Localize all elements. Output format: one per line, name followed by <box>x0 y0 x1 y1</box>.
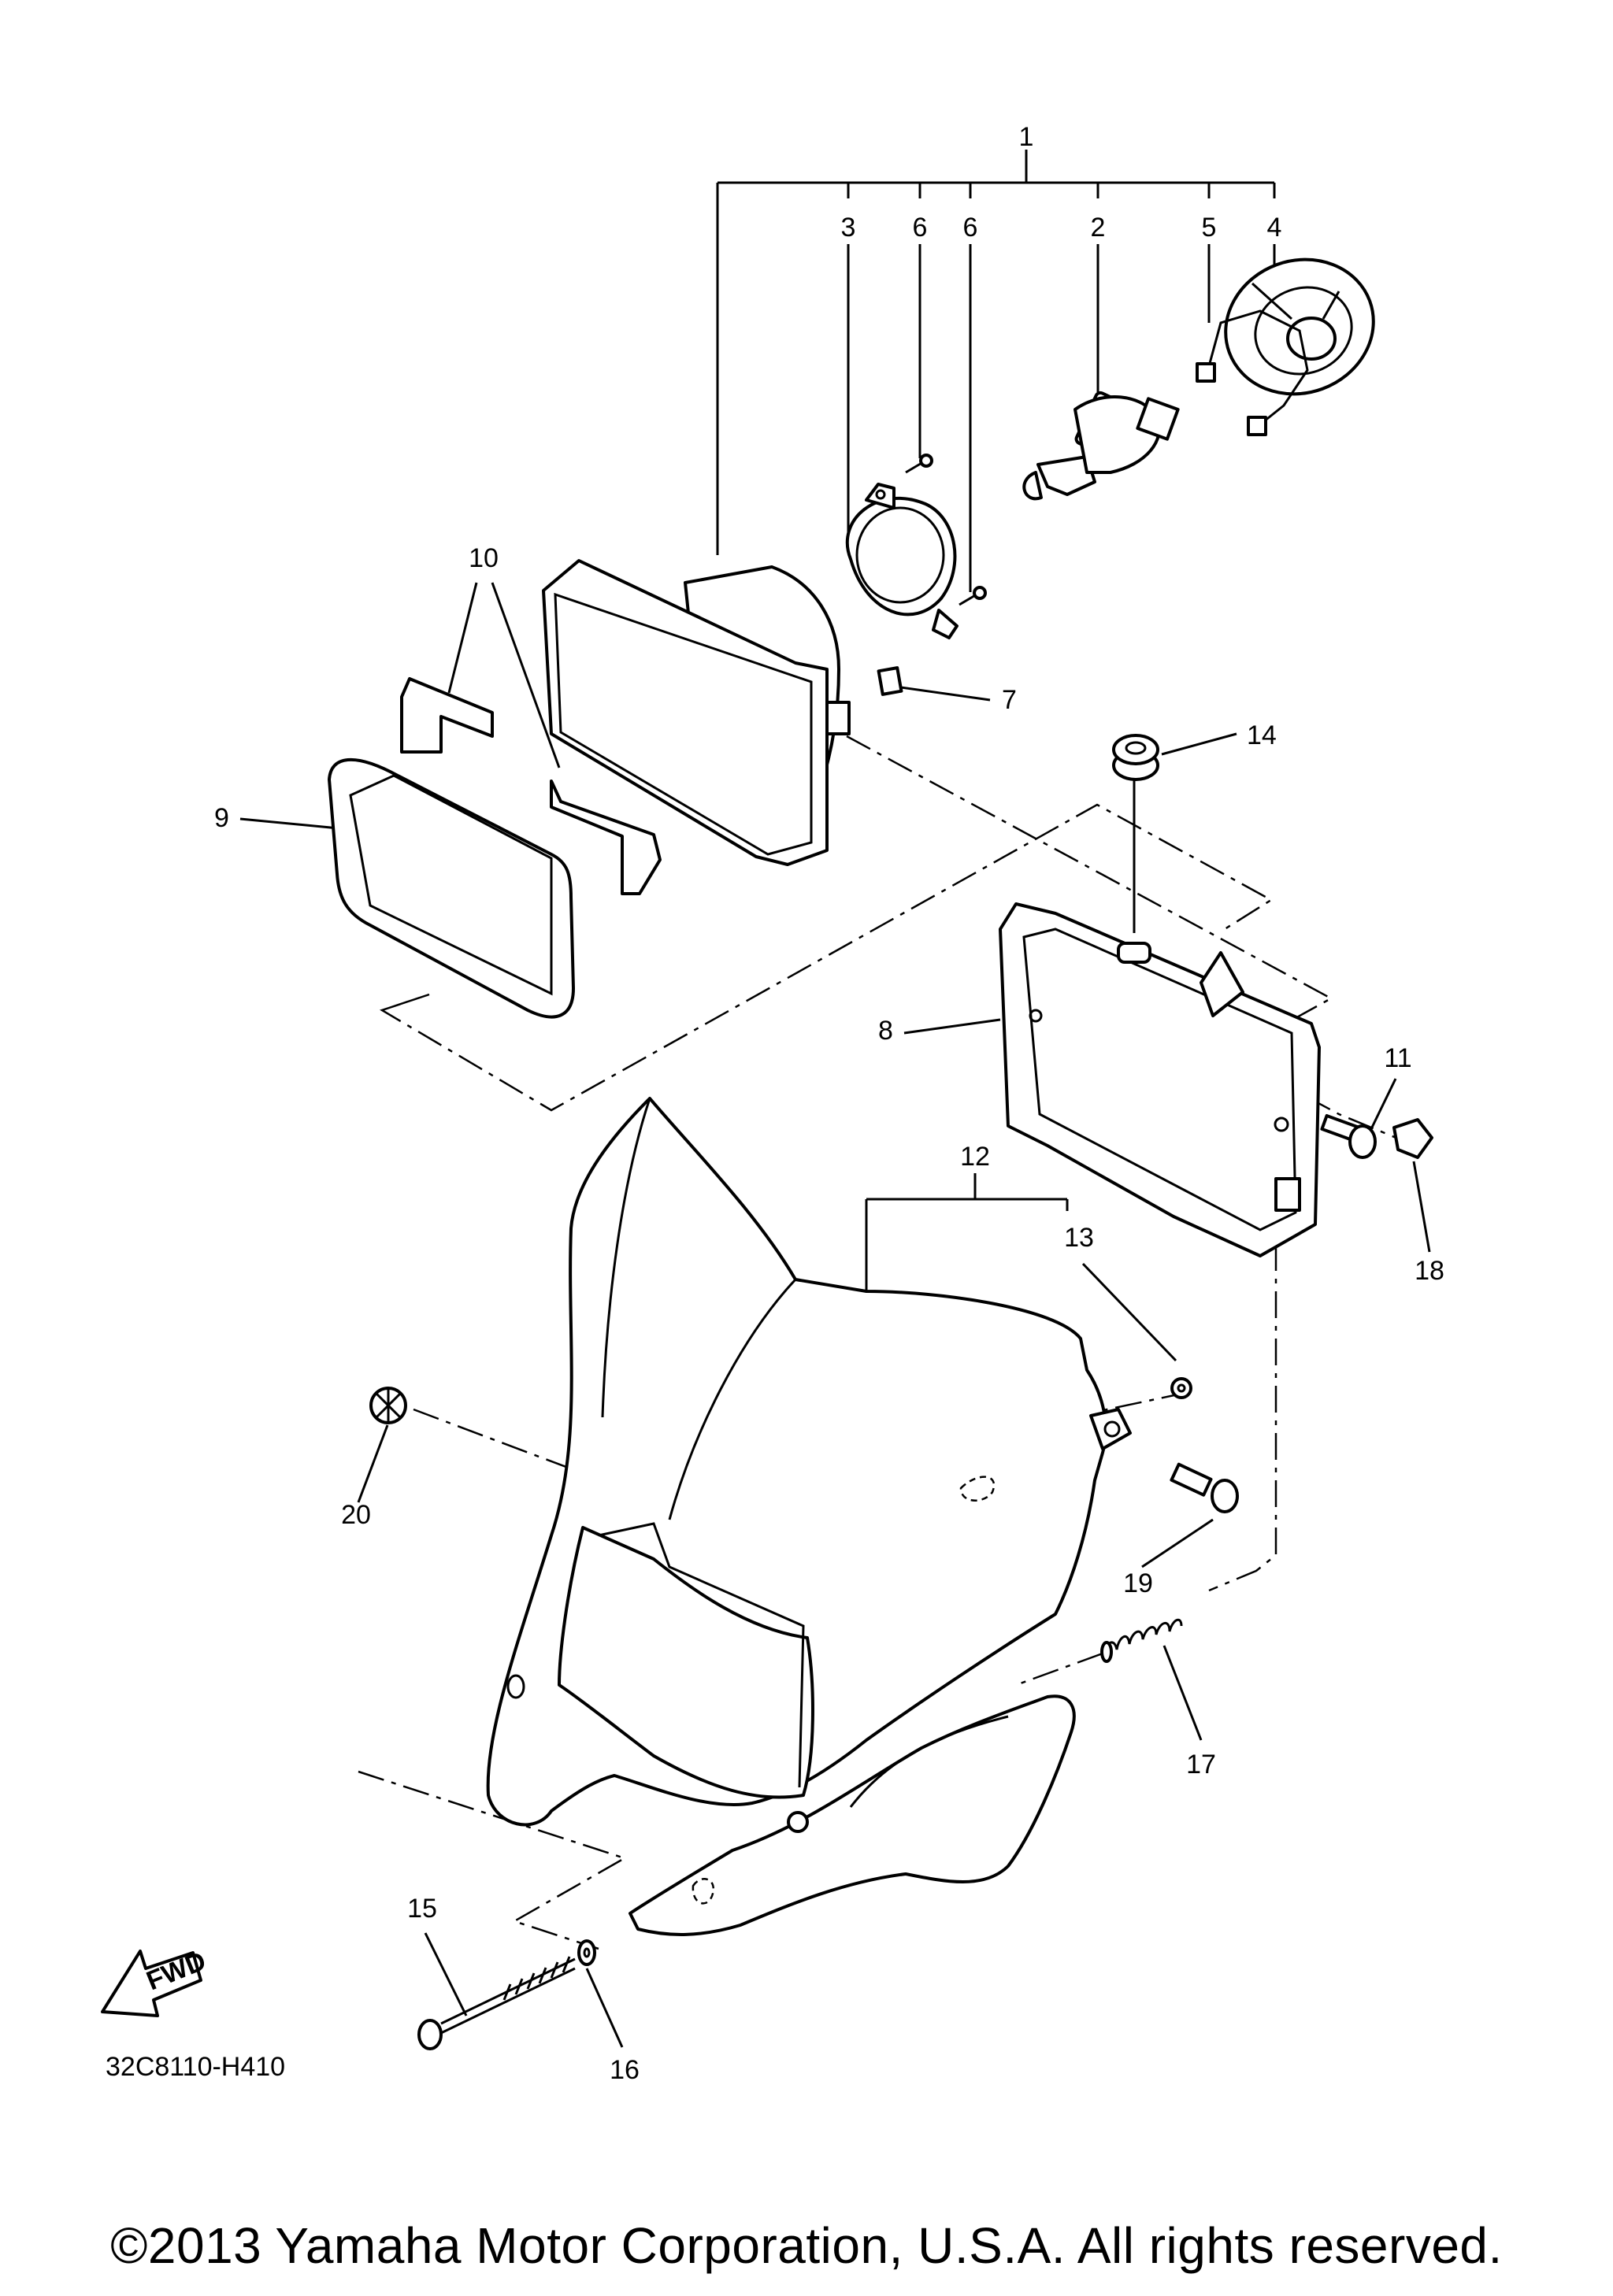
screws <box>905 454 987 606</box>
bolt-and-nut <box>1320 1113 1433 1159</box>
diagram-code: 32C8110-H410 <box>106 2052 286 2082</box>
callout-6b: 6 <box>963 213 978 243</box>
callout-10: 10 <box>469 543 499 573</box>
headlight-unit <box>542 559 903 866</box>
washer-13 <box>1170 1377 1192 1399</box>
fwd-arrow-icon: FWD <box>101 1946 210 2017</box>
callout-13: 13 <box>1064 1223 1094 1253</box>
callout-3: 3 <box>841 213 856 243</box>
copyright-notice: ©2013 Yamaha Motor Corporation, U.S.A. A… <box>110 2217 1503 2274</box>
grommet <box>1112 734 1159 781</box>
callout-18: 18 <box>1415 1256 1444 1286</box>
callout-2: 2 <box>1091 213 1106 243</box>
callout-7: 7 <box>1002 685 1017 715</box>
quick-fastener <box>369 1387 407 1424</box>
callout-8: 8 <box>878 1016 893 1046</box>
callout-14: 14 <box>1247 720 1277 750</box>
callout-19: 19 <box>1123 1568 1153 1598</box>
callout-5: 5 <box>1202 213 1217 243</box>
dampers <box>400 677 662 895</box>
headlight-bulb <box>1022 391 1180 501</box>
callout-4: 4 <box>1267 213 1282 243</box>
callout-6a: 6 <box>913 213 928 243</box>
leader-lines <box>239 150 1431 2048</box>
callout-11: 11 <box>1384 1043 1411 1073</box>
washer-16 <box>577 1939 596 1966</box>
callout-20: 20 <box>341 1500 371 1530</box>
long-bolt <box>417 1956 576 2050</box>
callout-9: 9 <box>214 803 229 833</box>
callout-1: 1 <box>1019 122 1034 152</box>
spring-clip <box>1196 309 1309 436</box>
holder-ring <box>845 483 959 639</box>
headlight-bracket <box>999 902 1321 1257</box>
callout-17: 17 <box>1186 1750 1216 1779</box>
callout-12: 12 <box>960 1142 990 1172</box>
callout-numbers: 1 2 3 4 5 6 6 7 8 9 10 11 12 13 14 15 16… <box>214 122 1444 2085</box>
gasket <box>328 758 575 1019</box>
callout-15: 15 <box>407 1894 437 1924</box>
bolt-19 <box>1170 1462 1239 1513</box>
spring <box>1100 1618 1183 1663</box>
socket-cover <box>1224 257 1375 396</box>
headlight-cowl <box>486 1097 1132 1936</box>
callout-16: 16 <box>610 2055 640 2085</box>
